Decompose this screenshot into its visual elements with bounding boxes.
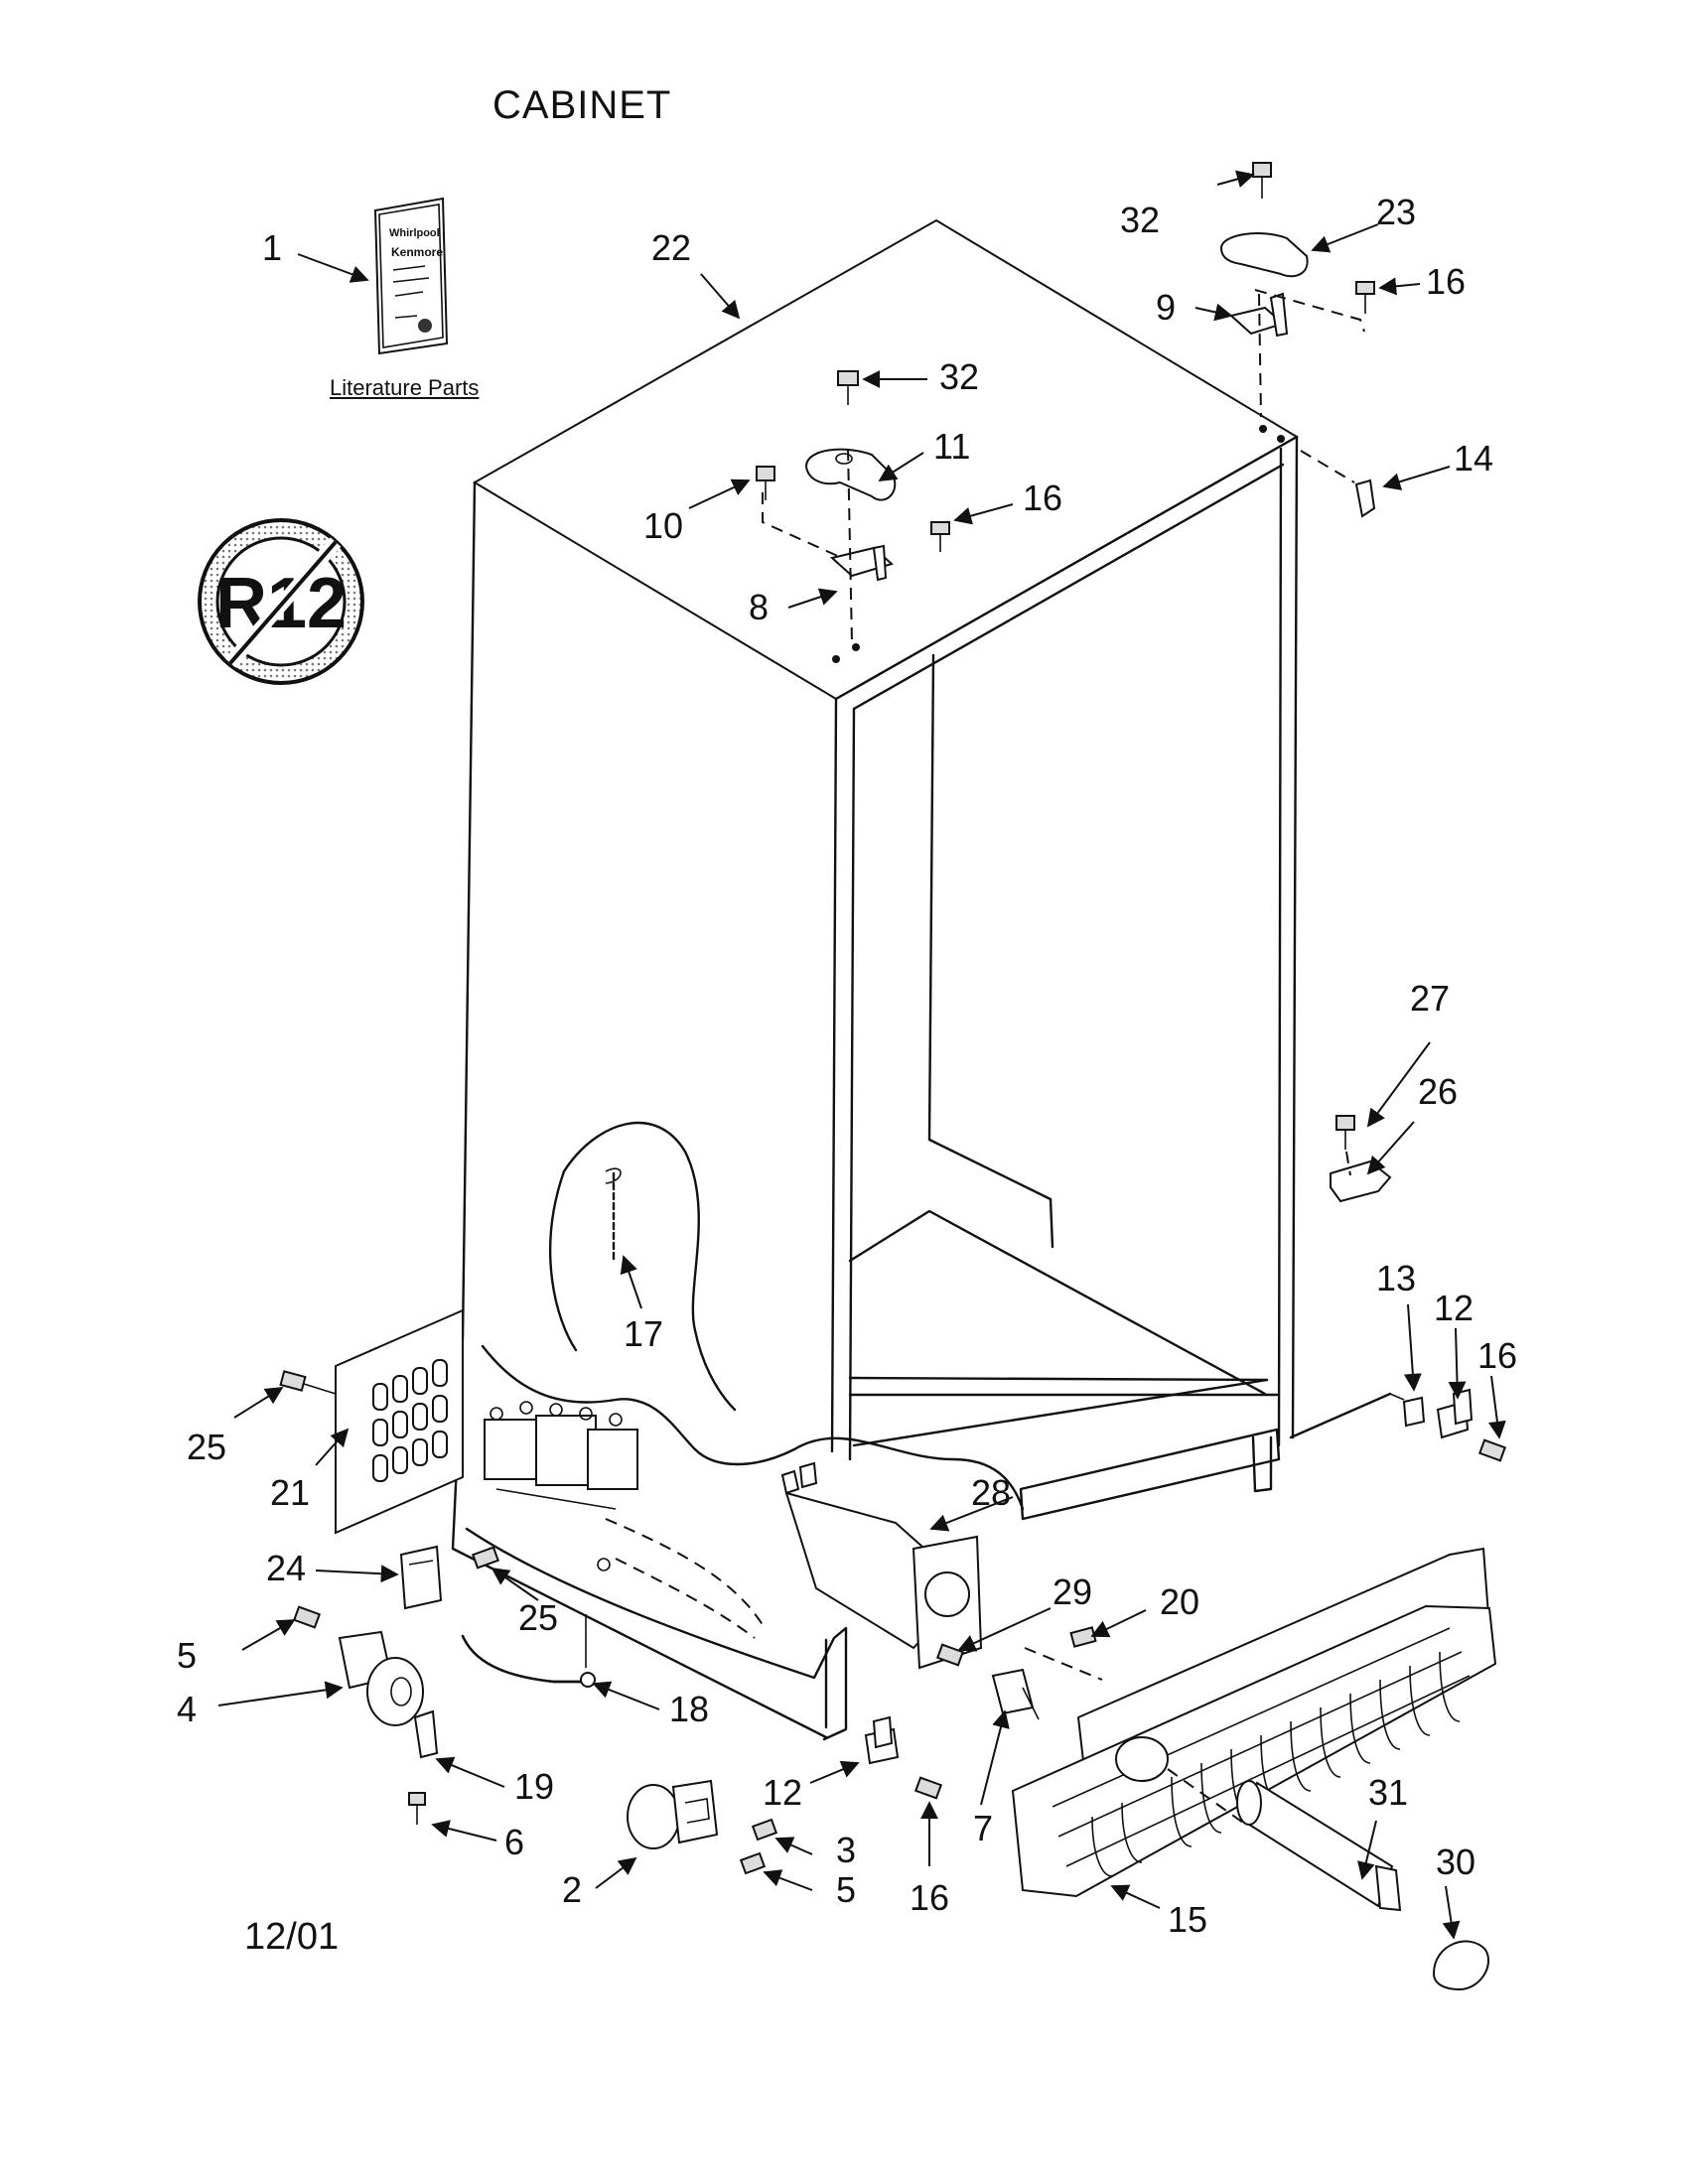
- water-filter-31: [1167, 1768, 1490, 1991]
- top-hinge-assembly-right: [1219, 162, 1376, 518]
- top-hinge-assembly-left: [756, 370, 950, 663]
- bracket-7: [991, 1647, 1103, 1720]
- callout-16-lower: 16: [910, 1877, 949, 1918]
- condenser-duct-28: [780, 1461, 983, 1670]
- callout-24: 24: [266, 1548, 306, 1588]
- callout-4: 4: [177, 1689, 197, 1729]
- revision-date: 12/01: [244, 1916, 340, 1958]
- callout-1: 1: [262, 227, 282, 268]
- callout-5-left: 5: [177, 1635, 197, 1676]
- callout-32: 32: [939, 356, 979, 397]
- compressor-area-detail: [484, 1401, 766, 1639]
- bracket-24: [399, 1545, 500, 1610]
- callout-23: 23: [1376, 192, 1416, 232]
- diagram-title: CABINET: [492, 83, 672, 127]
- callout-16-right: 16: [1477, 1335, 1517, 1376]
- callout-13: 13: [1376, 1258, 1416, 1298]
- callout-31: 31: [1368, 1772, 1408, 1813]
- booklet-brand-1: Whirlpool: [389, 227, 440, 239]
- cabinet-body: [451, 218, 1392, 1741]
- literature-parts-caption: Literature Parts: [330, 375, 480, 400]
- callout-20: 20: [1160, 1581, 1199, 1622]
- lower-bracket-12: [864, 1715, 943, 1800]
- booklet-brand-2: Kenmore: [391, 245, 443, 259]
- callout-16-mid: 16: [1023, 478, 1062, 518]
- callout-labels: 1 22 32 23 16 9 32 11 10 16 8 14 27 26 1…: [177, 192, 1517, 1940]
- callout-12-lower: 12: [763, 1772, 802, 1813]
- callout-5-lower: 5: [836, 1869, 856, 1910]
- callout-2: 2: [562, 1869, 582, 1910]
- callout-11: 11: [933, 426, 970, 467]
- callout-27: 27: [1410, 978, 1450, 1019]
- callout-arrows: [217, 170, 1506, 1940]
- lower-hinge-2: [627, 1779, 778, 1875]
- callout-7: 7: [973, 1808, 993, 1848]
- callout-32-top: 32: [1120, 200, 1160, 240]
- callout-29: 29: [1052, 1571, 1092, 1612]
- no-r12-icon: R12: [198, 518, 364, 685]
- callout-8: 8: [749, 587, 769, 627]
- callout-6: 6: [504, 1822, 524, 1862]
- literature-booklet: Whirlpool Kenmore: [373, 197, 449, 355]
- callout-9: 9: [1156, 287, 1176, 328]
- callout-26: 26: [1418, 1071, 1458, 1112]
- front-toe-grille: [1011, 1547, 1497, 1898]
- callout-10: 10: [643, 505, 683, 546]
- callout-30: 30: [1436, 1842, 1475, 1882]
- callout-14: 14: [1454, 438, 1493, 478]
- callout-12-right: 12: [1434, 1288, 1474, 1328]
- callout-19: 19: [514, 1766, 554, 1807]
- rear-access-grille: [279, 1308, 464, 1535]
- callout-22: 22: [651, 227, 691, 268]
- callout-25-mid: 25: [518, 1597, 558, 1638]
- callout-21: 21: [270, 1472, 310, 1513]
- callout-3: 3: [836, 1830, 856, 1870]
- callout-25-left: 25: [187, 1427, 226, 1467]
- drain-coil: [605, 1167, 622, 1261]
- right-bracket-group: [1389, 1388, 1507, 1462]
- callout-17: 17: [624, 1313, 663, 1354]
- callout-28: 28: [971, 1472, 1011, 1513]
- lower-hinge-left: [292, 1605, 596, 1825]
- callout-16-top: 16: [1426, 261, 1466, 302]
- callout-15: 15: [1168, 1899, 1207, 1940]
- callout-18: 18: [669, 1689, 709, 1729]
